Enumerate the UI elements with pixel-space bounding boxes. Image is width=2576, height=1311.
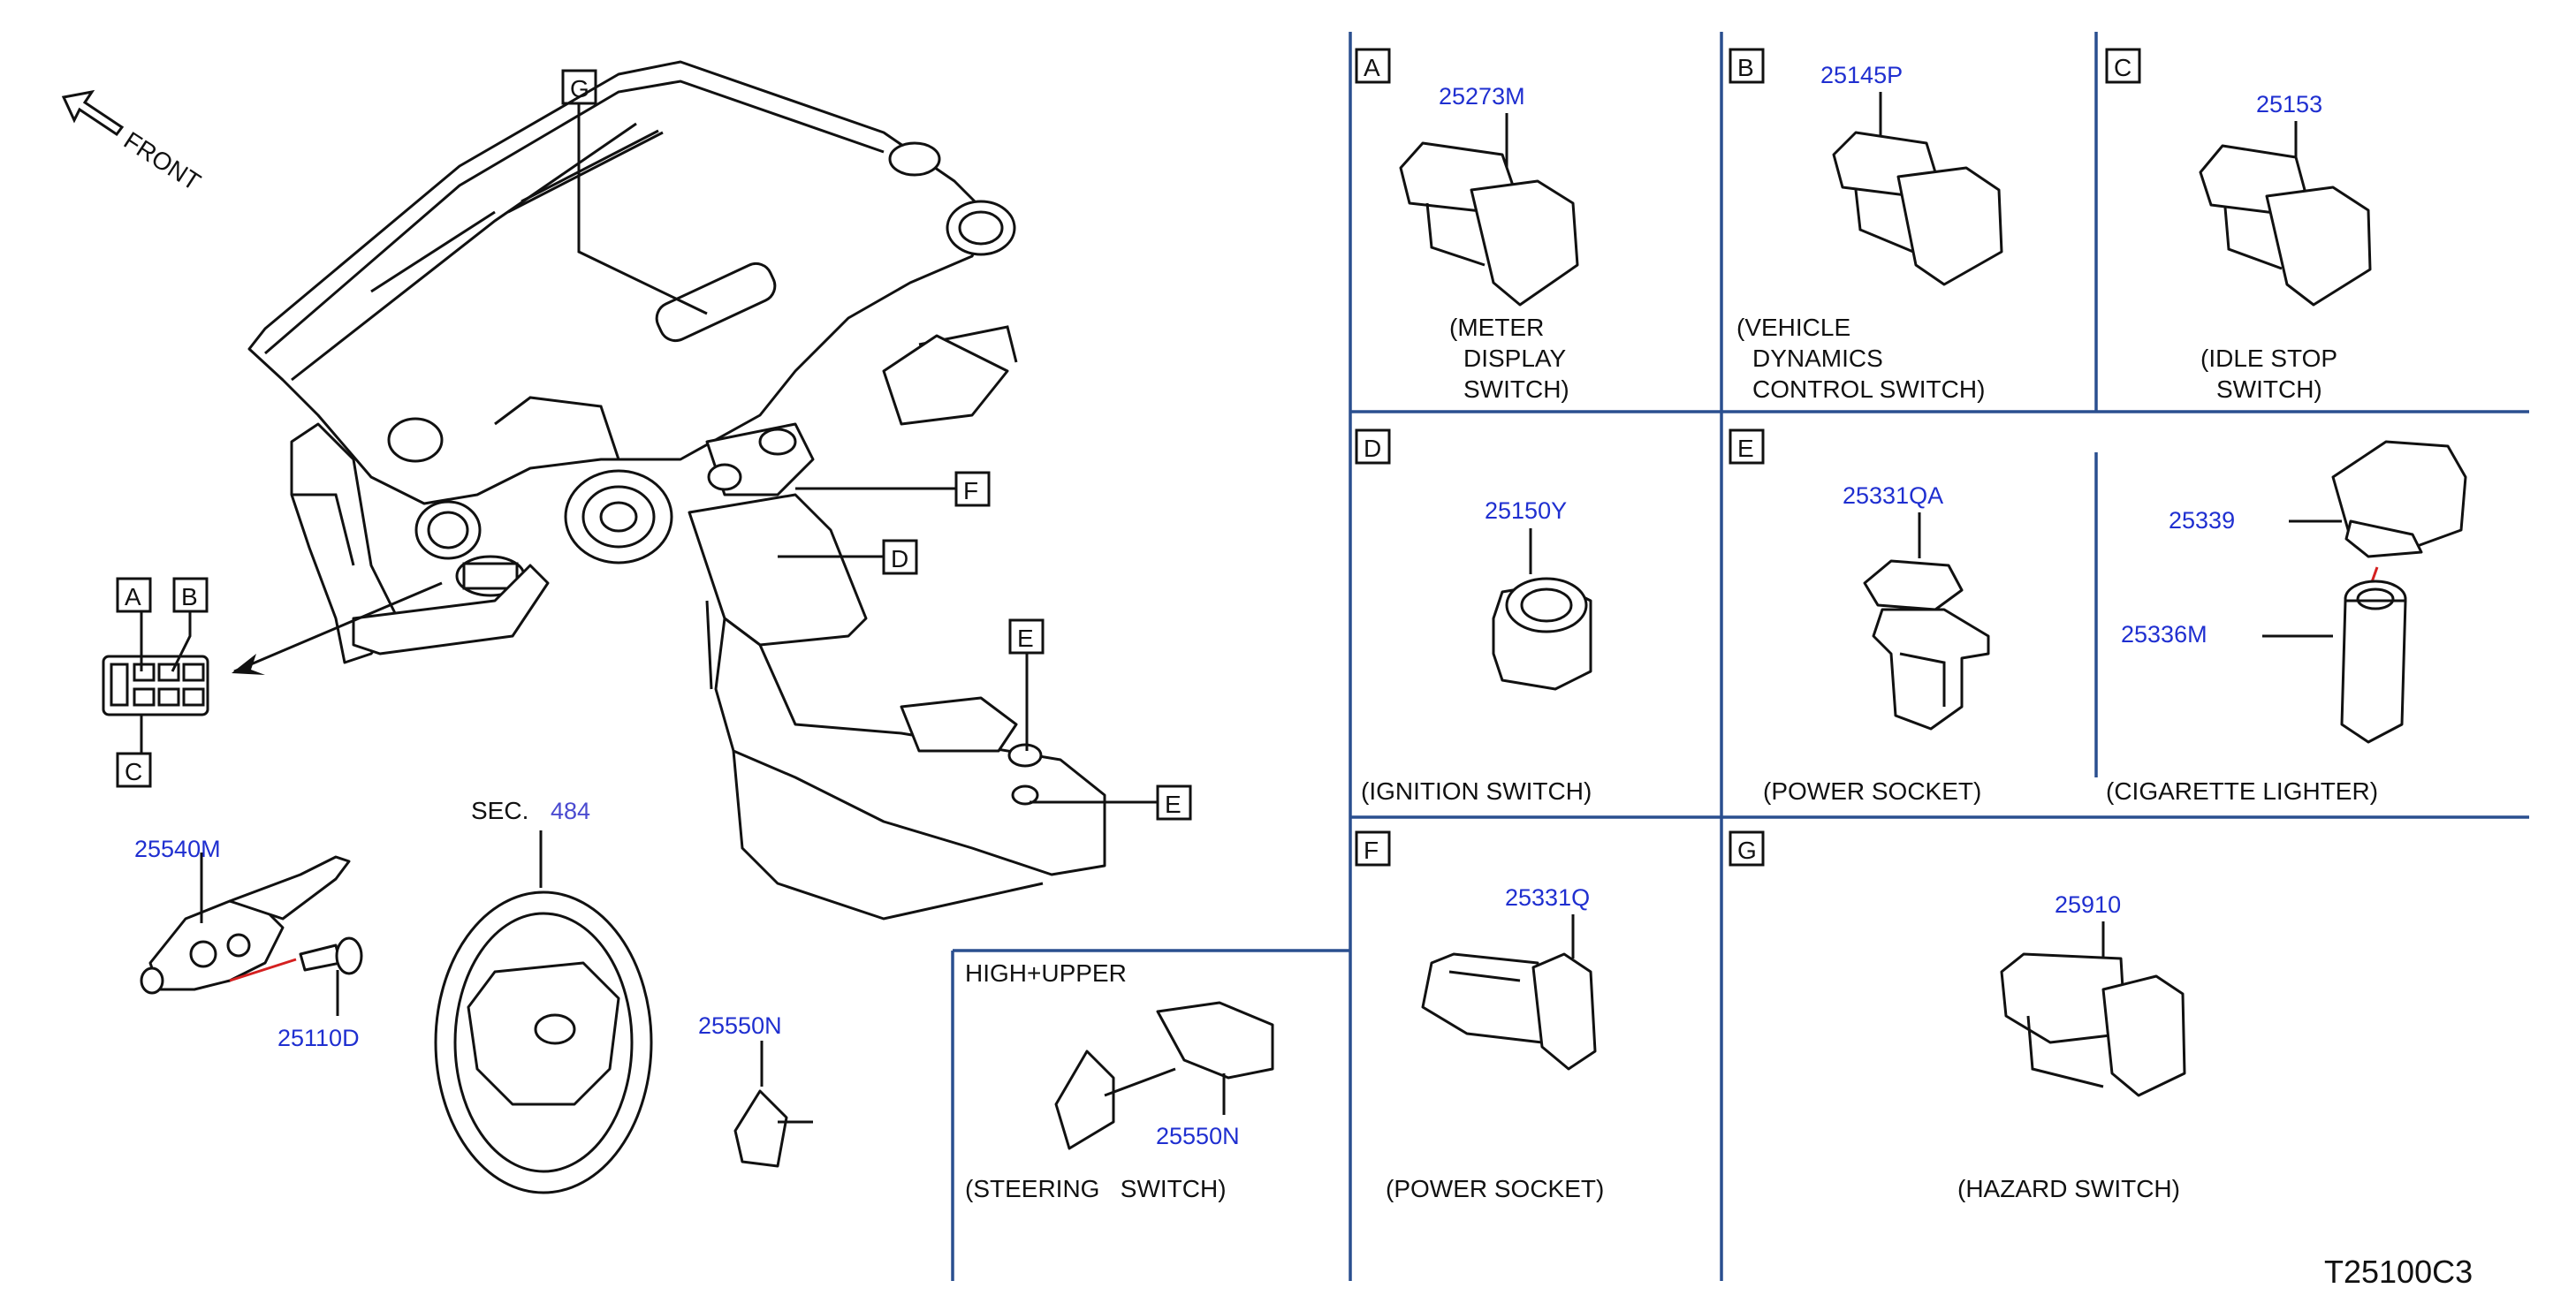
part-number-25550n-upper: 25550N — [1156, 1123, 1240, 1149]
panel-c: C 25153 (IDLE STOP SWITCH) — [2105, 48, 2372, 403]
high-upper-panel: HIGH+UPPER 25550N (STEERING SWITCH) — [965, 959, 1274, 1202]
svg-text:A: A — [1364, 54, 1380, 81]
front-arrow-icon — [61, 89, 125, 137]
front-label: FRONT — [119, 126, 206, 196]
cigarette-lighter-panel: 25339 25336M (CIGARETTE LIGHTER) — [2106, 440, 2467, 805]
svg-text:D: D — [891, 545, 908, 572]
callout-f: F — [795, 471, 991, 507]
svg-text:25273M: 25273M — [1439, 83, 1525, 110]
svg-text:C: C — [2114, 54, 2131, 81]
svg-text:G: G — [570, 75, 589, 102]
svg-text:(METER: (METER — [1449, 314, 1544, 341]
screw-icon — [229, 936, 363, 1016]
svg-text:25331QA: 25331QA — [1843, 482, 1943, 509]
switch-block-abc: A B C — [102, 577, 443, 788]
panel-b: B 25145P (VEHICLE DYNAMICS CONTROL SWITC… — [1729, 48, 2003, 403]
svg-text:SWITCH): SWITCH) — [2216, 375, 2322, 403]
panel-f: F 25331Q (POWER SOCKET) — [1355, 830, 1604, 1202]
svg-text:F: F — [1364, 837, 1379, 864]
steering-switch-lower-illustration — [733, 1041, 813, 1168]
panel-g: G 25910 (HAZARD SWITCH) — [1729, 830, 2186, 1202]
svg-text:(VEHICLE: (VEHICLE — [1736, 314, 1850, 341]
svg-text:B: B — [1737, 54, 1754, 81]
svg-text:25331Q: 25331Q — [1505, 884, 1590, 911]
svg-text:E: E — [1017, 625, 1034, 652]
high-upper-title: HIGH+UPPER — [965, 959, 1127, 987]
svg-text:25336M: 25336M — [2121, 621, 2207, 648]
part-number-25540m: 25540M — [134, 836, 221, 862]
svg-text:C: C — [125, 758, 142, 785]
svg-text:25910: 25910 — [2055, 891, 2121, 918]
sec-label: SEC. — [471, 797, 528, 824]
svg-text:SWITCH): SWITCH) — [1463, 375, 1569, 403]
steering-switch-caption: (STEERING SWITCH) — [965, 1175, 1227, 1202]
svg-text:25145P: 25145P — [1820, 62, 1903, 88]
callout-e-upper: E — [1008, 618, 1045, 751]
svg-text:(CIGARETTE LIGHTER): (CIGARETTE LIGHTER) — [2106, 777, 2378, 805]
svg-text:25339: 25339 — [2169, 507, 2235, 534]
svg-text:25153: 25153 — [2256, 91, 2322, 117]
callout-g: G — [561, 69, 708, 315]
panel-a: A 25273M (METER DISPLAY SWITCH) — [1355, 48, 1579, 403]
combo-switch-illustration — [140, 853, 351, 995]
callout-d: D — [778, 539, 918, 575]
svg-text:(POWER SOCKET): (POWER SOCKET) — [1386, 1175, 1604, 1202]
svg-text:(HAZARD SWITCH): (HAZARD SWITCH) — [1957, 1175, 2180, 1202]
instrument-panel-illustration — [247, 60, 1106, 921]
svg-text:E: E — [1737, 435, 1754, 462]
callout-e-lower: E — [1030, 784, 1192, 821]
drawing-code: T25100C3 — [2324, 1254, 2473, 1290]
svg-text:25150Y: 25150Y — [1485, 497, 1567, 524]
svg-text:DYNAMICS: DYNAMICS — [1752, 345, 1883, 372]
svg-text:(POWER SOCKET): (POWER SOCKET) — [1763, 777, 1981, 805]
panel-d: D 25150Y (IGNITION SWITCH) — [1355, 428, 1592, 805]
svg-text:(IDLE STOP: (IDLE STOP — [2200, 345, 2337, 372]
svg-text:E: E — [1165, 791, 1182, 818]
svg-text:D: D — [1364, 435, 1381, 462]
svg-text:CONTROL SWITCH): CONTROL SWITCH) — [1752, 375, 1985, 403]
svg-text:DISPLAY: DISPLAY — [1463, 345, 1567, 372]
panel-e: E 25331QA (POWER SOCKET) — [1729, 428, 1990, 805]
panel-grid — [951, 32, 2529, 1281]
svg-text:A: A — [125, 583, 141, 610]
part-number-25110d: 25110D — [277, 1025, 360, 1051]
part-number-25550n-lower: 25550N — [698, 1012, 782, 1039]
svg-text:G: G — [1737, 837, 1757, 864]
svg-text:B: B — [181, 583, 198, 610]
svg-text:(IGNITION SWITCH): (IGNITION SWITCH) — [1361, 777, 1592, 805]
sec-number: 484 — [551, 798, 590, 824]
svg-text:F: F — [963, 477, 978, 504]
steering-wheel-illustration: SEC. 484 — [434, 797, 653, 1194]
